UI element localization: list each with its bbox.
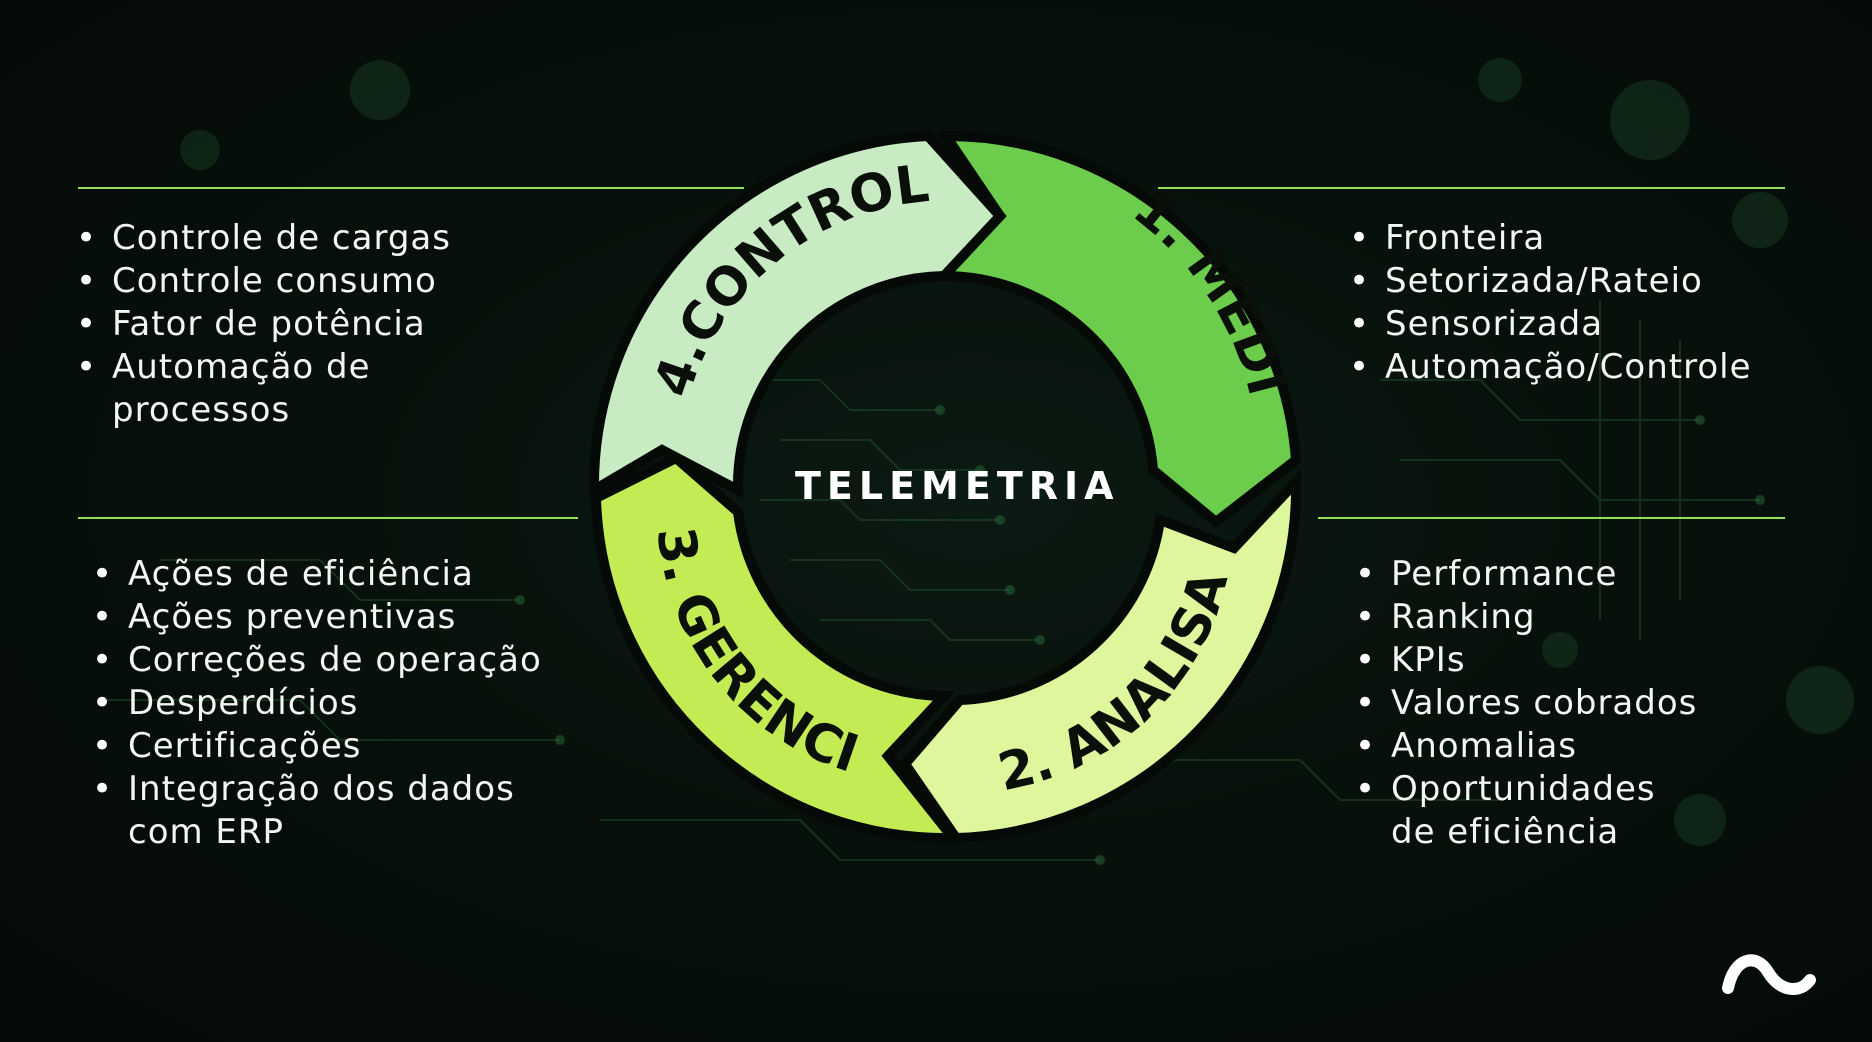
list-item: Fronteira	[1347, 217, 1827, 260]
list-item: Correções de operação	[90, 639, 570, 682]
list-item: Controle de cargas	[74, 217, 494, 260]
tilde-wave-logo-icon	[1722, 954, 1816, 995]
list-item: Automação de processos	[74, 346, 494, 432]
list-item: Sensorizada	[1347, 303, 1827, 346]
list-item: Desperdícios	[90, 682, 570, 725]
list-item: Oportunidades de eficiência	[1353, 768, 1671, 854]
list-item: Automação/Controle	[1347, 346, 1827, 389]
list-item: Integração dos dados com ERP	[90, 768, 528, 854]
step-arrow-medir	[932, 130, 1302, 529]
divider-analisar	[1318, 517, 1785, 519]
list-item: Performance	[1353, 553, 1773, 596]
list-item: Certificações	[90, 725, 570, 768]
divider-controlar	[78, 187, 744, 189]
list-item: Fator de potência	[74, 303, 494, 346]
list-medir: Fronteira Setorizada/Rateio Sensorizada …	[1347, 217, 1827, 389]
list-item: Setorizada/Rateio	[1347, 260, 1827, 303]
divider-medir	[1158, 187, 1785, 189]
step-arrow-analisar	[898, 469, 1302, 844]
list-item: Ações preventivas	[90, 596, 570, 639]
list-analisar: Performance Ranking KPIs Valores cobrado…	[1353, 553, 1773, 854]
step-arrow-controlar	[588, 130, 1007, 499]
divider-gerenciar	[78, 517, 578, 519]
center-title-telemetria: TELEMETRIA	[795, 464, 1120, 508]
list-item: Valores cobrados	[1353, 682, 1773, 725]
step-arrow-gerenciar	[590, 452, 964, 844]
list-item: Controle consumo	[74, 260, 494, 303]
list-item: KPIs	[1353, 639, 1773, 682]
list-item: Ranking	[1353, 596, 1773, 639]
list-item: Anomalias	[1353, 725, 1773, 768]
list-item: Ações de eficiência	[90, 553, 570, 596]
list-controlar: Controle de cargas Controle consumo Fato…	[74, 217, 494, 432]
list-gerenciar: Ações de eficiência Ações preventivas Co…	[90, 553, 570, 854]
